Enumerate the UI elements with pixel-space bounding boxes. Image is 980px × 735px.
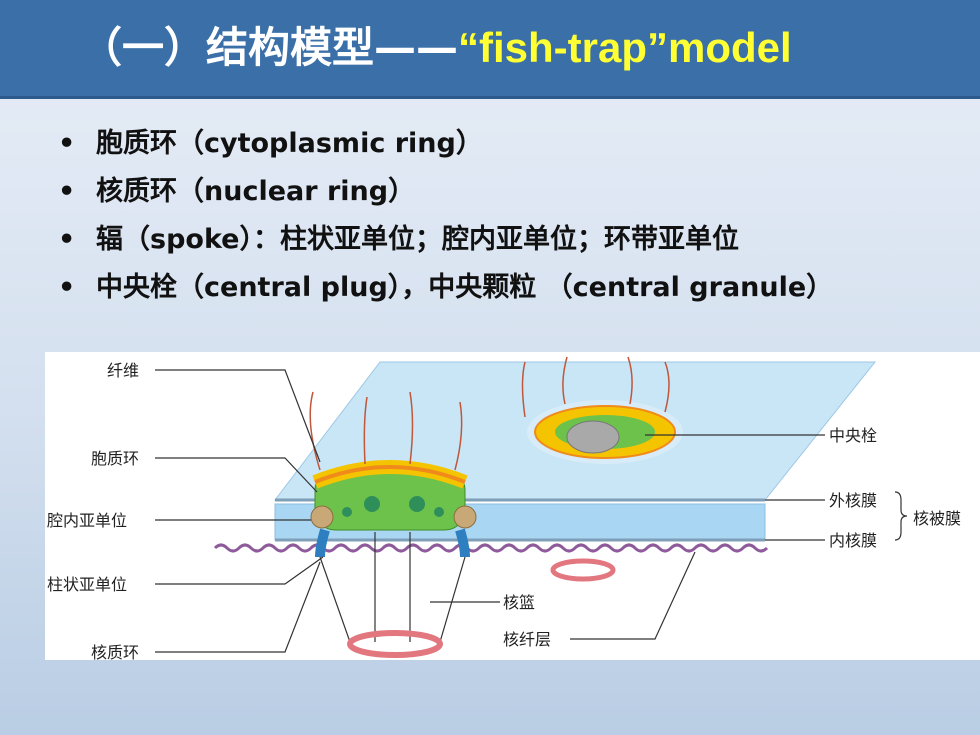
bullet-text: 胞质环（cytoplasmic ring） <box>96 128 483 159</box>
lamina-wave <box>213 543 769 553</box>
bullet-text: 中央栓（central plug），中央颗粒 （central granule） <box>96 272 834 303</box>
bullet-text: 核质环（nuclear ring） <box>96 176 416 207</box>
slide-title: （一）结构模型——“fish-trap”model <box>80 18 792 78</box>
label-cyto-ring: 胞质环 <box>91 449 139 468</box>
label-lumenal-subunit: 腔内亚单位 <box>47 511 127 530</box>
bullet-dot: • <box>58 176 76 207</box>
label-fiber: 纤维 <box>107 361 139 380</box>
title-main: （一）结构模型—— <box>80 23 459 72</box>
bullet-item: • 辐（spoke）：柱状亚单位；腔内亚单位；环带亚单位 <box>58 218 958 266</box>
label-column-subunit: 柱状亚单位 <box>47 575 127 594</box>
label-central-plug: 中央栓 <box>829 426 877 445</box>
label-inner-membrane: 内核膜 <box>829 531 877 550</box>
label-nuclear-ring: 核质环 <box>91 643 139 660</box>
pore-complex-side <box>309 391 477 658</box>
bullet-dot: • <box>58 224 76 255</box>
bullet-dot: • <box>58 128 76 159</box>
bullet-list: • 胞质环（cytoplasmic ring） • 核质环（nuclear ri… <box>58 122 958 314</box>
bullet-item: • 核质环（nuclear ring） <box>58 170 958 218</box>
title-accent: “fish-trap”model <box>458 24 792 71</box>
bullet-text: 辐（spoke）：柱状亚单位；腔内亚单位；环带亚单位 <box>96 224 739 255</box>
label-nuclear-lamina: 核纤层 <box>503 630 551 649</box>
bullet-dot: • <box>58 272 76 303</box>
label-nuclear-basket: 核篮 <box>503 593 535 612</box>
pore-complex-top <box>521 356 683 582</box>
label-nuclear-envelope: 核被膜 <box>913 509 961 528</box>
bullet-item: • 胞质环（cytoplasmic ring） <box>58 122 958 170</box>
npc-diagram-svg: 纤维 胞质环 腔内亚单位 柱状亚单位 核质环 中央栓 外核膜 内核膜 核被膜 核… <box>47 356 961 660</box>
bullet-item: • 中央栓（central plug），中央颗粒 （central granul… <box>58 266 958 314</box>
title-bar: （一）结构模型——“fish-trap”model <box>0 0 980 99</box>
label-outer-membrane: 外核膜 <box>829 491 877 510</box>
npc-diagram: 纤维 胞质环 腔内亚单位 柱状亚单位 核质环 中央栓 外核膜 内核膜 核被膜 核… <box>45 352 980 660</box>
